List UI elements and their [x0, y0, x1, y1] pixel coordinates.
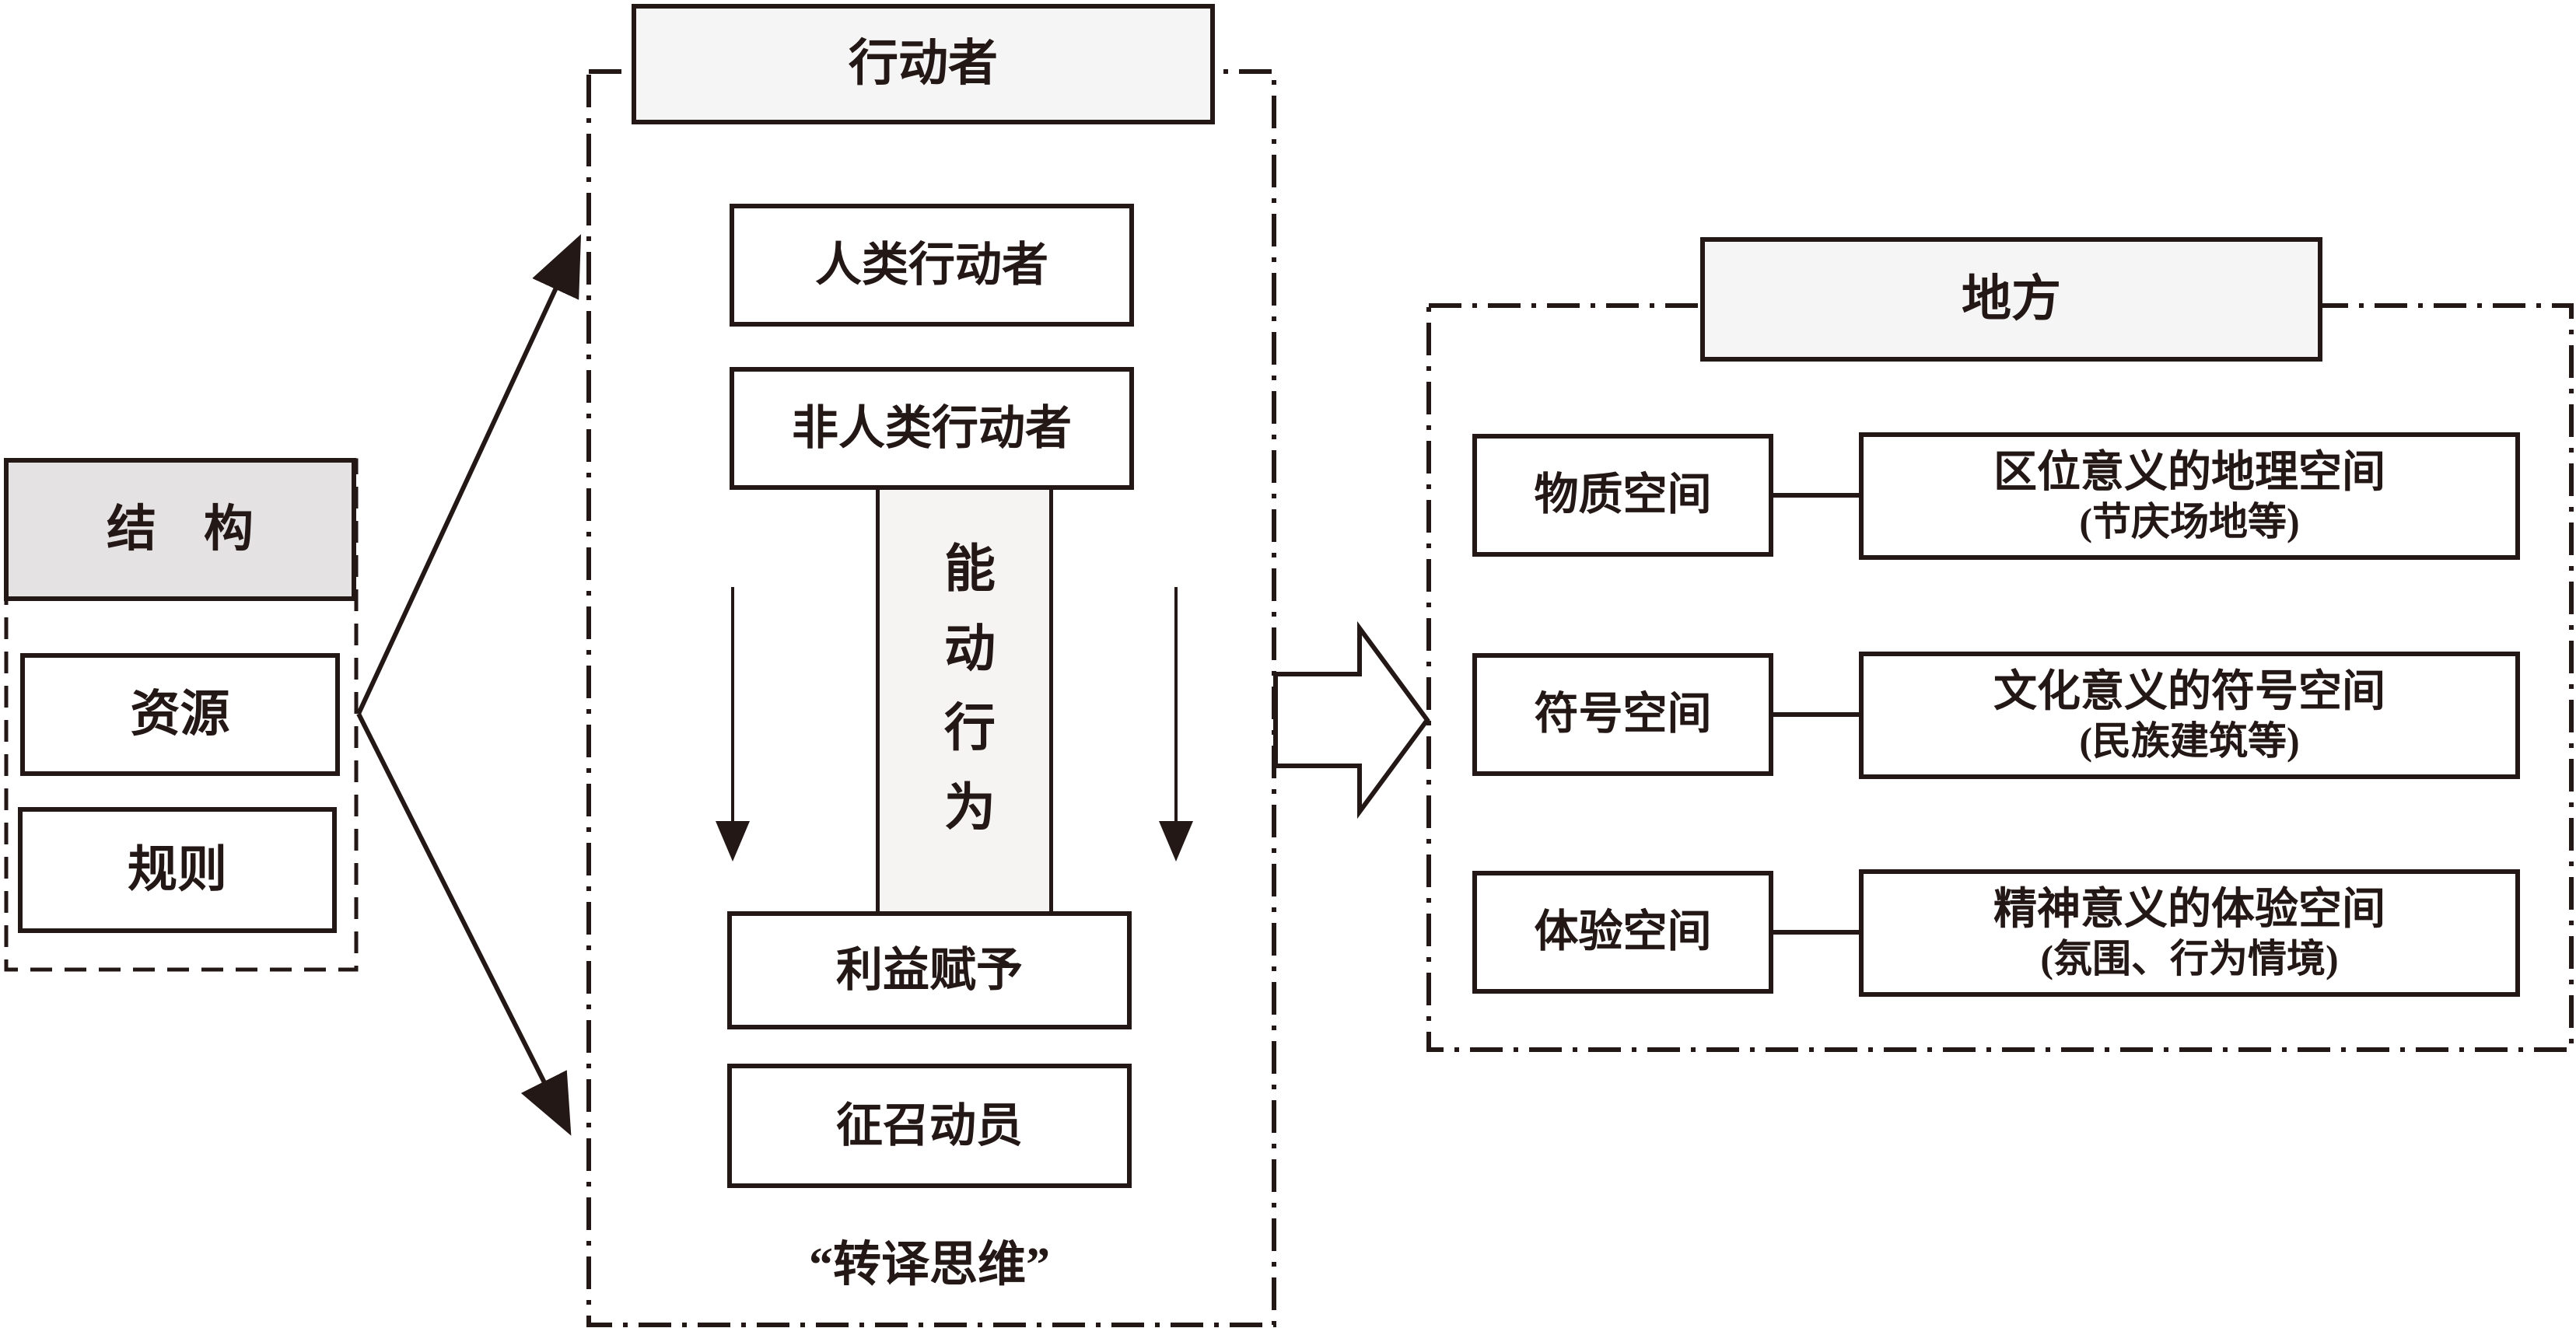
translation-thinking-label: “转译思维”	[808, 1239, 1050, 1291]
interest-box: 利益赋予	[727, 911, 1132, 1029]
experience-space-desc-sub: (氛围、行为情境)	[2040, 936, 2339, 980]
experience-space-desc-main: 精神意义的体验空间	[1993, 886, 2385, 935]
agency-band: 能动行为	[876, 490, 1053, 911]
structure-to-actor-top-arrow	[356, 234, 582, 715]
symbol-space-desc-box: 文化意义的符号空间 (民族建筑等)	[1859, 652, 2520, 779]
structure-to-actor-bottom-arrow	[356, 712, 572, 1136]
material-space-desc-box: 区位意义的地理空间 (节庆场地等)	[1859, 432, 2520, 560]
material-space-desc-sub: (节庆场地等)	[2079, 499, 2300, 543]
resource-box: 资源	[20, 653, 340, 776]
symbol-space-box: 符号空间	[1472, 653, 1773, 776]
actor-to-place-arrow	[1273, 620, 1430, 820]
place-header: 地方	[1700, 237, 2322, 362]
material-space-box: 物质空间	[1472, 434, 1773, 557]
symbol-space-desc-sub: (民族建筑等)	[2079, 718, 2300, 763]
human-actor-box: 人类行动者	[730, 204, 1134, 327]
nonhuman-actor-box: 非人类行动者	[730, 367, 1134, 490]
experience-space-box: 体验空间	[1472, 871, 1773, 994]
agency-vertical-label: 能动行为	[936, 541, 993, 860]
symbol-space-desc-main: 文化意义的符号空间	[1993, 668, 2385, 717]
material-space-desc-main: 区位意义的地理空间	[1993, 449, 2385, 498]
actor-header: 行动者	[632, 4, 1215, 124]
structure-header: 结 构	[4, 458, 356, 601]
place-dashdot-frame	[1426, 303, 2574, 1052]
rule-box: 规则	[18, 807, 337, 933]
experience-space-desc-box: 精神意义的体验空间 (氛围、行为情境)	[1859, 869, 2520, 997]
mobilize-box: 征召动员	[727, 1064, 1132, 1188]
